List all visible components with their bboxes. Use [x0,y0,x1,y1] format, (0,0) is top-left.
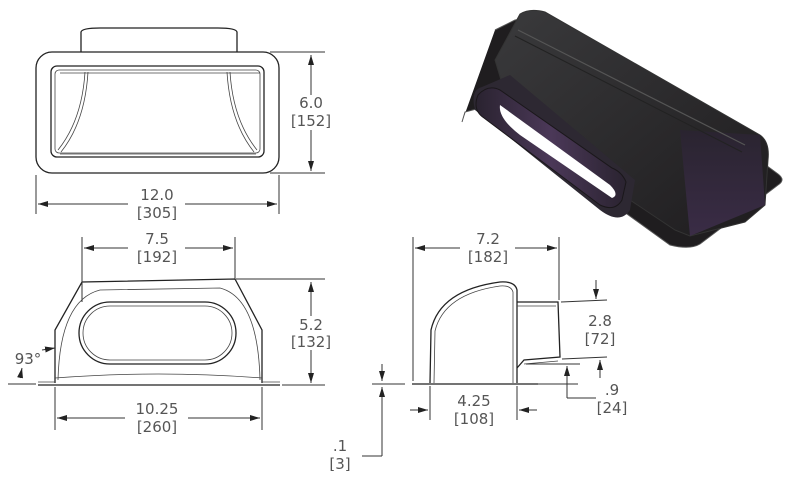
dim-front-height-mm: [132] [291,333,331,351]
dim-top-height-mm: [152] [291,112,331,130]
dim-front-height-in: 5.2 [299,316,323,334]
side-section-view: 7.2 [182] 2.8 [72] .9 [24] 4.25 [108] .1… [329,230,627,473]
dim-top-height-in: 6.0 [299,94,323,112]
front-view: 7.5 [192] 5.2 [132] 10.25 [260] 93° [8,230,331,436]
dim-side-base-mm: [108] [454,410,494,428]
dim-side-offset-in: .9 [605,381,619,399]
dim-front-top-width-in: 7.5 [145,230,169,248]
dim-side-outlet-height-mm: [72] [585,330,616,348]
dim-side-length-mm: [182] [468,248,508,266]
dim-front-angle: 93° [15,350,42,368]
top-view-outlet [80,27,238,52]
dim-side-offset-mm: [24] [597,399,628,417]
top-view-opening [50,65,265,158]
dim-side-flange-in: .1 [333,437,347,455]
side-view-hood [429,281,518,384]
side-view-outlet [516,301,561,369]
top-view-flange [35,51,280,174]
front-view-body [54,278,263,383]
dim-side-length-in: 7.2 [476,230,500,248]
isometric-render [461,9,783,248]
dim-front-top-width-mm: [192] [137,248,177,266]
top-view: 6.0 [152] 12.0 [305] [35,27,331,222]
dim-top-width-in: 12.0 [140,186,173,204]
dim-top-width-mm: [305] [137,204,177,222]
dim-front-base-mm: [260] [137,418,177,436]
iso-end-face [680,130,765,236]
front-view-oval-outlet [78,301,237,365]
dim-side-base-in: 4.25 [457,392,490,410]
dim-side-outlet-height-in: 2.8 [588,312,612,330]
dim-front-base-in: 10.25 [136,400,179,418]
dim-side-flange-mm: [3] [329,455,350,473]
